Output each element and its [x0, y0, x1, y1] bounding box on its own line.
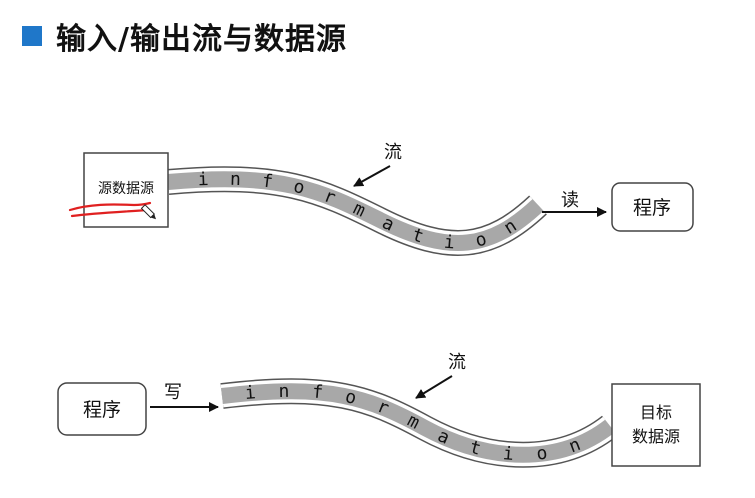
red-annotation-scribble [68, 201, 152, 218]
input-stream-letter-8: i [443, 232, 455, 254]
title-bullet-icon [22, 26, 42, 46]
input-stream-letter-2: f [261, 171, 274, 193]
input-stream-band-fill [167, 171, 544, 251]
input-program-label: 程序 [633, 197, 671, 219]
output-stream-pointer-arrow [415, 375, 453, 399]
input-stream-letter-0: i [197, 169, 209, 190]
output-program-label: 程序 [83, 399, 121, 421]
output-stream-label: 流 [448, 352, 466, 373]
output-stream-letter-7: t [467, 437, 483, 460]
input-stream-letter-3: o [291, 176, 307, 199]
input-stream-pointer-arrow [353, 165, 391, 187]
target-data-label-line1: 目标 [640, 403, 672, 422]
slide-title-bar: 输入/输出流与数据源 [22, 14, 347, 58]
target-data-box [611, 383, 701, 467]
input-stream-letter-9: o [473, 228, 489, 251]
input-stream-label: 流 [384, 142, 402, 163]
target-data-label-line2: 数据源 [632, 427, 680, 446]
output-stream-letter-8: i [502, 443, 515, 465]
read-label: 读 [561, 190, 579, 211]
input-program-box [611, 182, 694, 232]
output-stream-band-fill [221, 383, 615, 463]
output-stream-letter-1: n [278, 381, 289, 402]
output-stream-letter-9: o [535, 443, 548, 465]
write-label: 写 [164, 382, 182, 403]
slide-title: 输入/输出流与数据源 [56, 22, 347, 57]
output-program-box [57, 382, 147, 436]
source-data-label: 源数据源 [98, 181, 154, 197]
input-stream-letter-1: n [230, 169, 241, 190]
output-stream-letter-3: o [343, 386, 358, 409]
output-stream-letter-0: i [244, 382, 257, 404]
output-stream-letter-2: f [311, 381, 324, 403]
